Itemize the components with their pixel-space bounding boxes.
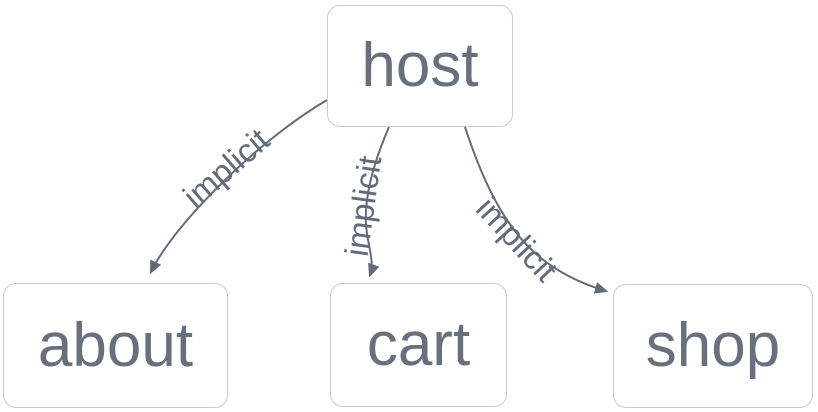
edge-host-cart-line [364,126,390,278]
node-cart: cart [330,283,507,407]
node-shop-label: shop [645,311,781,380]
edge-host-shop-line [464,126,609,294]
node-cart-label: cart [366,310,471,379]
node-about-label: about [37,310,194,380]
node-shop: shop [613,284,813,408]
node-host: host [327,5,513,127]
node-host-label: host [361,31,479,100]
edge-host-about-line [149,99,328,275]
node-about: about [3,283,228,408]
